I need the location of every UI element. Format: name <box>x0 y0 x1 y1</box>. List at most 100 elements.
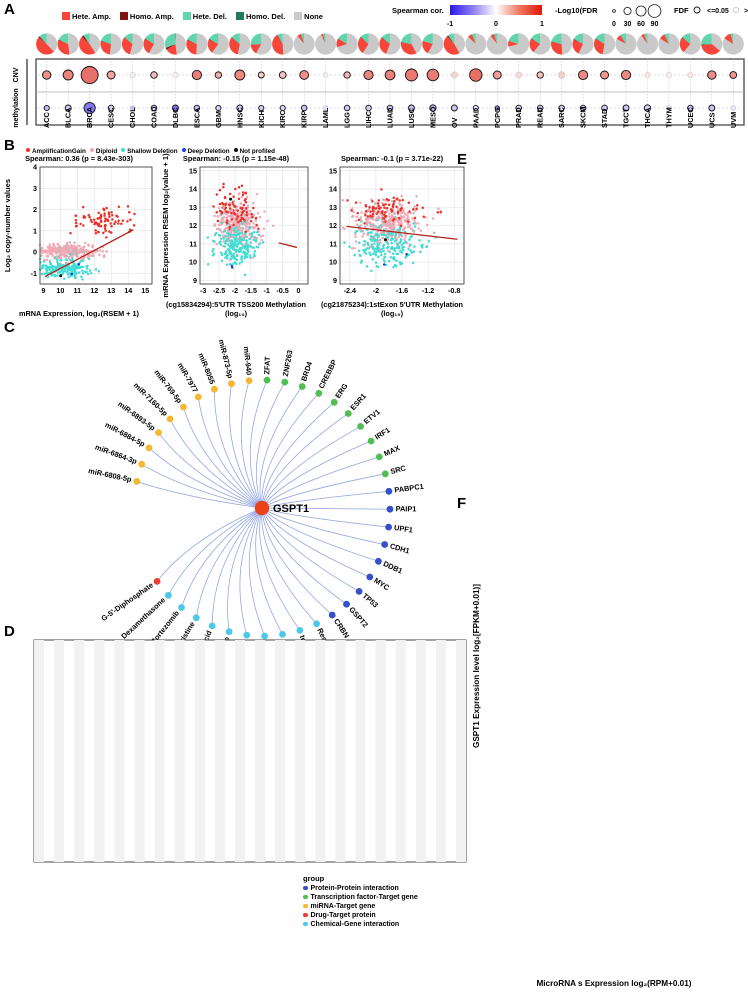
scatter-point <box>374 253 378 257</box>
network-node <box>133 478 141 485</box>
scatter-point <box>221 202 225 206</box>
scatter-point <box>365 265 369 268</box>
panel-c-legend-item-3: Drug-Target protein <box>303 911 418 920</box>
network-edge <box>261 426 361 509</box>
category-band <box>94 640 105 862</box>
cnv-correlation-dot <box>42 70 52 80</box>
scatter-point <box>238 228 242 232</box>
spearman-title: Spearman: -0.1 (p = 3.71e-22) <box>340 154 444 163</box>
scatter-point <box>230 216 234 219</box>
network-node-label: TP53 <box>361 591 380 609</box>
scatter-point <box>363 225 367 229</box>
cnv-pie-slice <box>336 38 348 48</box>
scatter-point <box>231 203 235 206</box>
scatter-point <box>117 222 120 225</box>
scatter-point <box>407 253 410 257</box>
y-tick-label: 2 <box>33 205 37 214</box>
scatter-point <box>105 236 108 239</box>
scatter-point <box>45 254 49 258</box>
scatter-point <box>51 254 54 257</box>
network-edge <box>141 463 263 509</box>
cancer-type-label: THYM <box>664 107 673 128</box>
panel-c-legend-item-0: Protein-Protein interaction <box>303 884 418 893</box>
methylation-correlation-dot <box>236 104 244 112</box>
scatter-point <box>235 254 239 258</box>
scatter-point <box>383 256 387 259</box>
scatter-point <box>229 231 233 234</box>
cancer-type-label: ESCA <box>192 107 201 128</box>
category-band <box>134 640 145 862</box>
scatter-point <box>355 215 359 219</box>
y-tick-label: 0 <box>33 248 37 257</box>
scatter-point <box>390 214 394 217</box>
scatter-point <box>240 196 243 199</box>
scatter-point <box>400 194 403 198</box>
category-band <box>315 640 326 862</box>
scatter-point <box>252 201 255 205</box>
scatter-point <box>218 202 222 206</box>
y-tick-label: 12 <box>329 221 337 230</box>
hub-node-label: GSPT1 <box>273 503 309 515</box>
cnv-legend-item-2: Hete. Del. <box>182 12 227 21</box>
scatter-point <box>395 205 398 209</box>
scatter-point <box>92 218 96 222</box>
scatter-point <box>222 244 225 248</box>
scatter-point <box>82 214 86 218</box>
cnv-pie-slice <box>711 33 723 51</box>
scatter-point <box>75 251 79 255</box>
scatter-point <box>403 226 407 230</box>
scatter-point <box>240 255 244 258</box>
x-tick-label: 0 <box>296 286 300 295</box>
scatter-point <box>232 233 236 236</box>
scatter-point <box>412 250 416 253</box>
x-tick-label: -0.8 <box>448 286 460 295</box>
cnv-pie-slice <box>486 33 508 55</box>
cnv-pie-slice <box>400 42 412 44</box>
scatter-point <box>91 254 94 257</box>
scatter-point <box>369 253 372 257</box>
panel-c-letter: C <box>4 319 15 336</box>
scatter-point <box>252 206 255 210</box>
scatter-point <box>369 231 372 234</box>
legend-label: Shallow Deletion <box>127 148 178 155</box>
cnv-pie-slice <box>471 33 476 44</box>
scatter-point <box>263 210 266 213</box>
network-node <box>279 631 286 638</box>
scatter-point <box>244 197 247 201</box>
scatter-point <box>71 265 75 269</box>
legend-label: Not profiled <box>239 148 275 155</box>
scatter-point <box>266 219 269 223</box>
network-node-label: miR-7977 <box>176 361 200 394</box>
cnv-legend: Hete. Amp.Homo. Amp.Hete. Del.Homo. Del.… <box>62 6 332 24</box>
scatter-point <box>362 232 366 236</box>
scatter-point <box>220 221 223 224</box>
cnv-pie-slice <box>724 33 734 44</box>
network-node <box>385 523 392 531</box>
scatter-point <box>225 249 228 253</box>
scatter-point <box>391 205 395 208</box>
cnv-pie-slice <box>551 41 562 44</box>
scatter-point <box>415 194 418 198</box>
scatter-point <box>89 218 93 222</box>
scatter-point <box>222 207 225 210</box>
panel-b-legend-item-0: AmplificationGain <box>26 148 86 155</box>
cnv-pie-slice <box>573 33 584 44</box>
cnv-pie-slice <box>143 38 154 54</box>
panel-d-letter: D <box>4 623 15 640</box>
cnv-pie-slice <box>101 33 112 44</box>
scatter-point <box>371 257 375 261</box>
cnv-correlation-dot <box>620 69 632 81</box>
scatter-point <box>98 249 102 252</box>
scatter-point <box>87 213 90 217</box>
cnv-pie-slice <box>166 44 177 55</box>
scatter-point <box>252 238 256 242</box>
scatter-point <box>363 222 366 225</box>
cnv-correlation-dot <box>557 71 566 79</box>
y-tick-label: 13 <box>329 203 337 212</box>
network-node <box>263 376 271 384</box>
scatter-point <box>390 217 393 220</box>
methylation-correlation-dot <box>386 104 394 112</box>
scatter-point <box>366 215 370 218</box>
scatter-point <box>391 222 395 226</box>
